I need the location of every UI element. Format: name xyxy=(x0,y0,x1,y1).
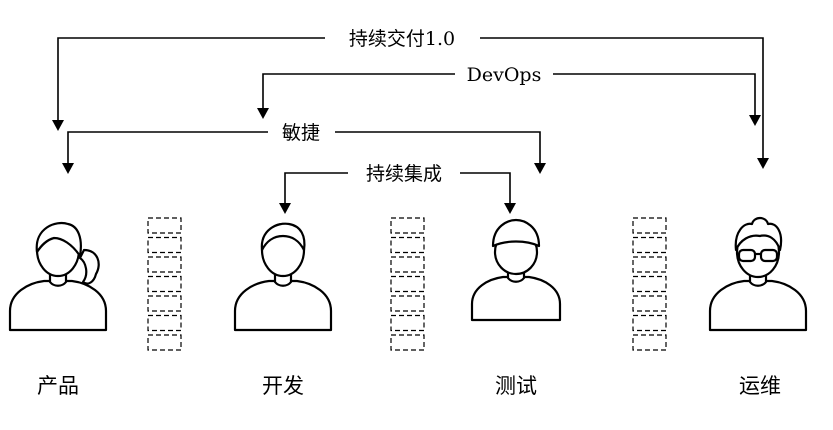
arrow-head-product-agile xyxy=(62,163,74,174)
dashed-block xyxy=(390,217,425,234)
arrow-head-test-ci xyxy=(504,203,516,214)
dashed-block xyxy=(390,275,425,293)
person-icon xyxy=(233,222,333,332)
dashed-block xyxy=(390,236,425,254)
arrow-head-ops-devops xyxy=(749,115,761,126)
dashed-block xyxy=(632,217,667,234)
dashed-block xyxy=(147,334,182,351)
person-cap-icon xyxy=(470,218,562,322)
arrow-head-dev-devops xyxy=(257,108,269,119)
arrow-head-test-agile xyxy=(534,163,546,174)
dashed-block xyxy=(632,334,667,351)
role-label-dev: 开发 xyxy=(262,374,304,398)
dashed-block xyxy=(632,314,667,332)
span-continuous-delivery: 持续交付1.0 xyxy=(52,28,769,169)
dashed-block xyxy=(147,314,182,332)
dashed-block xyxy=(147,295,182,312)
dashed-block xyxy=(632,295,667,312)
dashed-block xyxy=(147,236,182,254)
span-label-devops: DevOps xyxy=(467,64,542,86)
span-label-continuous-integration: 持续集成 xyxy=(366,163,442,185)
span-continuous-integration: 持续集成 xyxy=(279,163,516,214)
arrow-head-ops xyxy=(757,158,769,169)
dashed-block xyxy=(147,217,182,234)
span-label-agile: 敏捷 xyxy=(282,122,320,144)
dashed-block xyxy=(632,236,667,254)
dashed-block xyxy=(632,256,667,273)
role-label-test: 测试 xyxy=(495,374,537,398)
person-glasses-icon xyxy=(708,216,808,332)
role-label-ops: 运维 xyxy=(739,374,781,398)
dashed-block xyxy=(632,275,667,293)
dashed-block xyxy=(147,275,182,293)
span-agile: 敏捷 xyxy=(62,122,546,174)
dashed-block xyxy=(390,256,425,273)
person-ponytail-icon xyxy=(8,221,108,332)
span-devops: DevOps xyxy=(257,64,761,126)
dashed-blocks-icon xyxy=(147,217,667,351)
role-label-product: 产品 xyxy=(37,374,79,398)
dashed-block xyxy=(390,314,425,332)
dashed-block xyxy=(390,295,425,312)
arrow-head-product xyxy=(52,120,64,131)
arrow-head-dev-ci xyxy=(279,203,291,214)
span-label-continuous-delivery: 持续交付1.0 xyxy=(349,28,455,50)
dashed-block xyxy=(147,256,182,273)
dashed-block xyxy=(390,334,425,351)
